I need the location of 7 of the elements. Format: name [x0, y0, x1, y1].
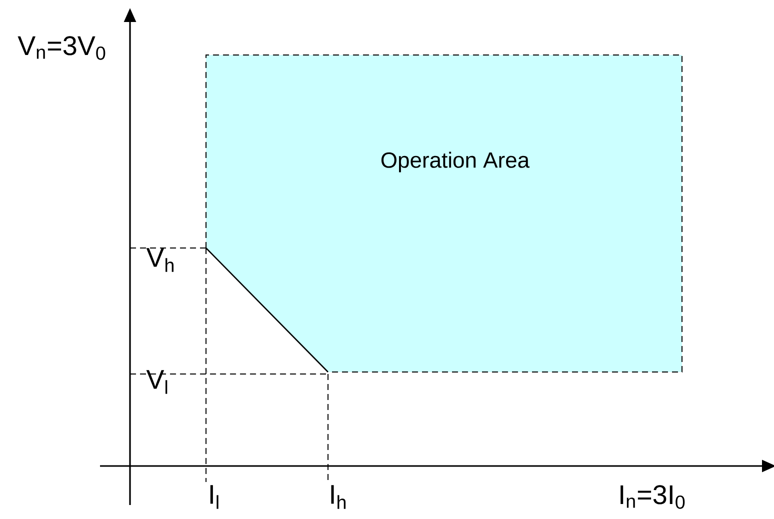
tick-label: I$_{h}$ [331, 485, 346, 509]
operation-area: Operation Area [206, 54, 682, 372]
axis-label: V$_{n}$=3V$_{0}$ [18, 36, 106, 60]
tick-label: V$_{h}$ [146, 248, 174, 272]
tick-label: V$_{l}$ [146, 370, 168, 394]
tick-label: I$_{l}$ [210, 485, 218, 509]
axis-label: I$_{n}$=3I$_{0}$ [620, 485, 685, 509]
